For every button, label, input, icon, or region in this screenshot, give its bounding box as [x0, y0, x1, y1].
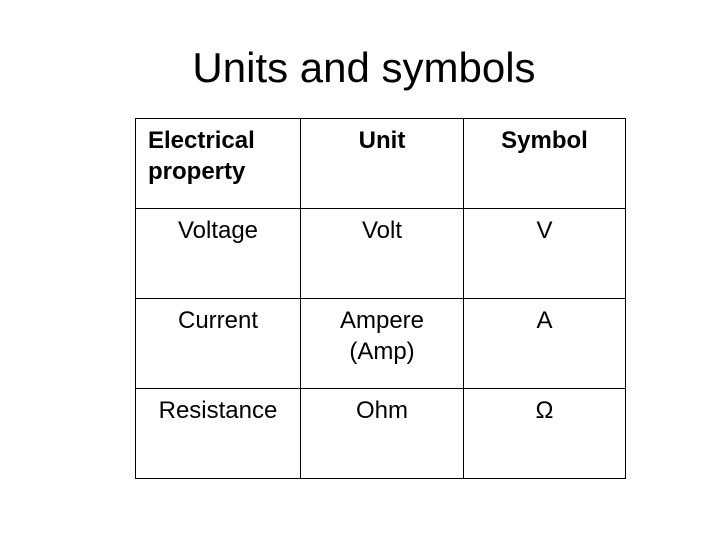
table-row-resistance: Resistance Ohm Ω [135, 388, 626, 479]
cell-property: Resistance [135, 388, 301, 479]
slide-title: Units and symbols [192, 44, 536, 91]
header-symbol: Symbol [463, 118, 626, 209]
cell-symbol: V [463, 208, 626, 299]
units-table: Electrical property Unit Symbol Voltage … [135, 118, 626, 479]
table-header-row: Electrical property Unit Symbol [135, 118, 626, 209]
cell-unit: Volt [300, 208, 464, 299]
table-row-voltage: Voltage Volt V [135, 208, 626, 299]
header-unit: Unit [300, 118, 464, 209]
cell-property: Voltage [135, 208, 301, 299]
cell-symbol: Ω [463, 388, 626, 479]
table-row-current: Current Ampere (Amp) A [135, 298, 626, 389]
cell-property: Current [135, 298, 301, 389]
cell-unit: Ohm [300, 388, 464, 479]
header-electrical-property: Electrical property [135, 118, 301, 209]
cell-unit: Ampere (Amp) [300, 298, 464, 389]
cell-symbol: A [463, 298, 626, 389]
